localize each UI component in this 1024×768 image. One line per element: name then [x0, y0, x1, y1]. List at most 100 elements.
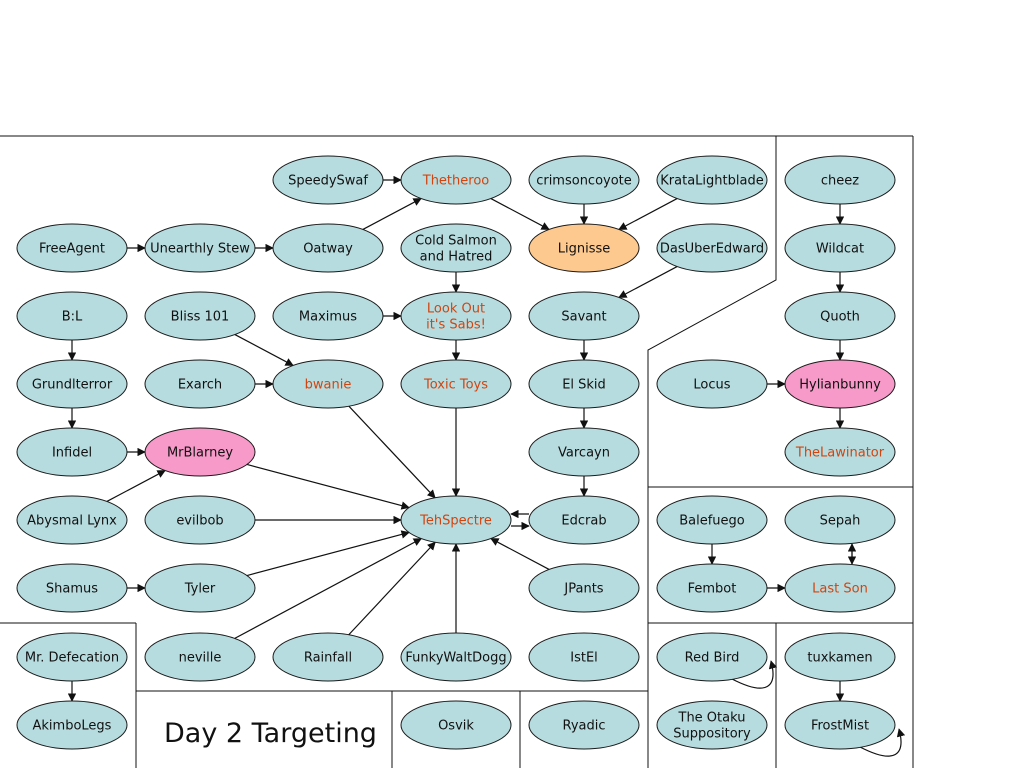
node-ryadic: Ryadic [528, 700, 640, 750]
node-maximus: Maximus [272, 291, 384, 341]
node-shape [400, 155, 512, 205]
node-label: Maximus [299, 310, 357, 325]
node-thelawinator: TheLawinator [784, 427, 896, 477]
node-label: TehSpectre [419, 514, 492, 529]
node-savant: Savant [528, 291, 640, 341]
node-shape [656, 155, 768, 205]
node-label: evilbob [176, 514, 223, 529]
node-label: Bliss 101 [171, 310, 230, 325]
node-akimbolegs: AkimboLegs [16, 700, 128, 750]
node-quoth: Quoth [784, 291, 896, 341]
node-freeagent: FreeAgent [16, 223, 128, 273]
node-label: FunkyWaltDogg [405, 651, 506, 666]
node-shape [16, 427, 128, 477]
self-loop-frostmist [859, 728, 906, 757]
node-shamus: Shamus [16, 563, 128, 613]
node-shape [656, 495, 768, 545]
node-shape [144, 291, 256, 341]
node-shape [144, 563, 256, 613]
node-shape [784, 291, 896, 341]
node-label: JPants [563, 582, 603, 597]
node-label: Oatway [303, 242, 353, 257]
node-label: Locus [693, 378, 730, 393]
node-label: bwanie [305, 378, 352, 393]
node-shape [528, 495, 640, 545]
node-red-bird: Red Bird [656, 632, 768, 682]
node-shape [16, 223, 128, 273]
node-tehspectre: TehSpectre [400, 495, 512, 545]
node-bliss101: Bliss 101 [144, 291, 256, 341]
node-label: Sepah [820, 514, 861, 529]
node-shape [16, 495, 128, 545]
node-exarch: Exarch [144, 359, 256, 409]
node-label: B:L [62, 310, 83, 325]
node-osvik: Osvik [400, 700, 512, 750]
node-label: it's Sabs! [426, 318, 486, 333]
edge-dasuberedward-to-savant [618, 266, 678, 298]
node-shape [16, 291, 128, 341]
edge-bwanie-to-tehspectre [348, 405, 436, 499]
node-label: Unearthly Stew [150, 242, 250, 257]
node-infidel: Infidel [16, 427, 128, 477]
node-tuxkamen: tuxkamen [784, 632, 896, 682]
node-label: TheLawinator [795, 446, 885, 461]
node-shape [272, 291, 384, 341]
node-unearthly-stew: Unearthly Stew [144, 223, 256, 273]
node-label: tuxkamen [807, 651, 872, 666]
node-label: Savant [561, 310, 606, 325]
node-shape [400, 223, 512, 273]
node-shape [16, 700, 128, 750]
node-shape [528, 223, 640, 273]
node-shape [144, 632, 256, 682]
node-thetheroo: Thetheroo [400, 155, 512, 205]
node-label: Tyler [184, 582, 216, 597]
node-shape [400, 291, 512, 341]
node-abysmal-lynx: Abysmal Lynx [16, 495, 128, 545]
node-label: Thetheroo [422, 174, 490, 189]
edge-tyler-to-tehspectre [246, 530, 410, 577]
node-shape [400, 495, 512, 545]
diagram-title: Day 2 Targeting [164, 718, 377, 749]
node-mr-defecation: Mr. Defecation [16, 632, 128, 682]
node-toxic-toys: Toxic Toys [400, 359, 512, 409]
node-shape [528, 359, 640, 409]
self-loop-red-bird [731, 660, 778, 689]
node-label: Red Bird [685, 651, 740, 666]
node-label: Lignisse [558, 242, 611, 257]
node-varcayn: Varcayn [528, 427, 640, 477]
node-label: cheez [821, 174, 859, 189]
node-locus: Locus [656, 359, 768, 409]
node-label: Ryadic [563, 719, 606, 734]
node-shape [528, 632, 640, 682]
node-cheez: cheez [784, 155, 896, 205]
node-shape [784, 700, 896, 750]
node-lignisse: Lignisse [528, 223, 640, 273]
node-label: Varcayn [558, 446, 610, 461]
node-label: Fembot [688, 582, 737, 597]
node-shape [16, 563, 128, 613]
node-shape [528, 700, 640, 750]
node-funkywaltdogg: FunkyWaltDogg [400, 632, 512, 682]
node-label: DasUberEdward [660, 242, 764, 257]
node-shape [144, 495, 256, 545]
right-column-divider [647, 136, 777, 768]
node-shape [16, 359, 128, 409]
node-shape [784, 495, 896, 545]
node-shape [784, 223, 896, 273]
node-shape [272, 632, 384, 682]
node-sepah: Sepah [784, 495, 896, 545]
edge-abysmal-lynx-to-mrblarney [106, 470, 166, 502]
node-label: and Hatred [420, 250, 493, 265]
node-mrblarney: MrBlarney [144, 427, 256, 477]
node-shape [144, 427, 256, 477]
node-label: Rainfall [304, 651, 352, 666]
node-label: Osvik [438, 719, 474, 734]
node-frostmist: FrostMist [784, 700, 896, 750]
edge-thetheroo-to-lignisse [490, 198, 550, 230]
node-bl: B:L [16, 291, 128, 341]
node-oatway: Oatway [272, 223, 384, 273]
node-label: The Otaku [678, 711, 746, 726]
node-shape [400, 632, 512, 682]
node-shape [272, 155, 384, 205]
